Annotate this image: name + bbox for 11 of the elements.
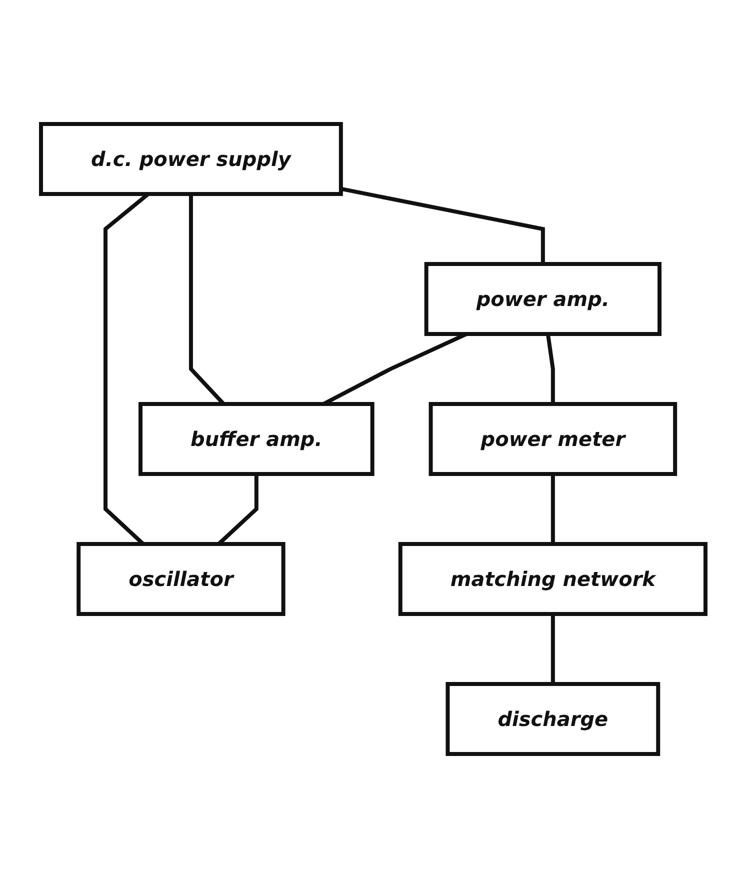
connector (550, 474, 555, 544)
node-box: matching network (398, 542, 708, 616)
node-box: oscillator (76, 542, 286, 616)
node-box: power amp. (424, 262, 662, 336)
connector (550, 614, 555, 684)
node-box: buffer amp. (138, 402, 374, 476)
node-box: discharge (445, 682, 660, 756)
connector (340, 186, 545, 264)
node-box: d.c. power supply (38, 122, 343, 196)
node-box: power meter (428, 402, 677, 476)
connector (546, 334, 555, 404)
